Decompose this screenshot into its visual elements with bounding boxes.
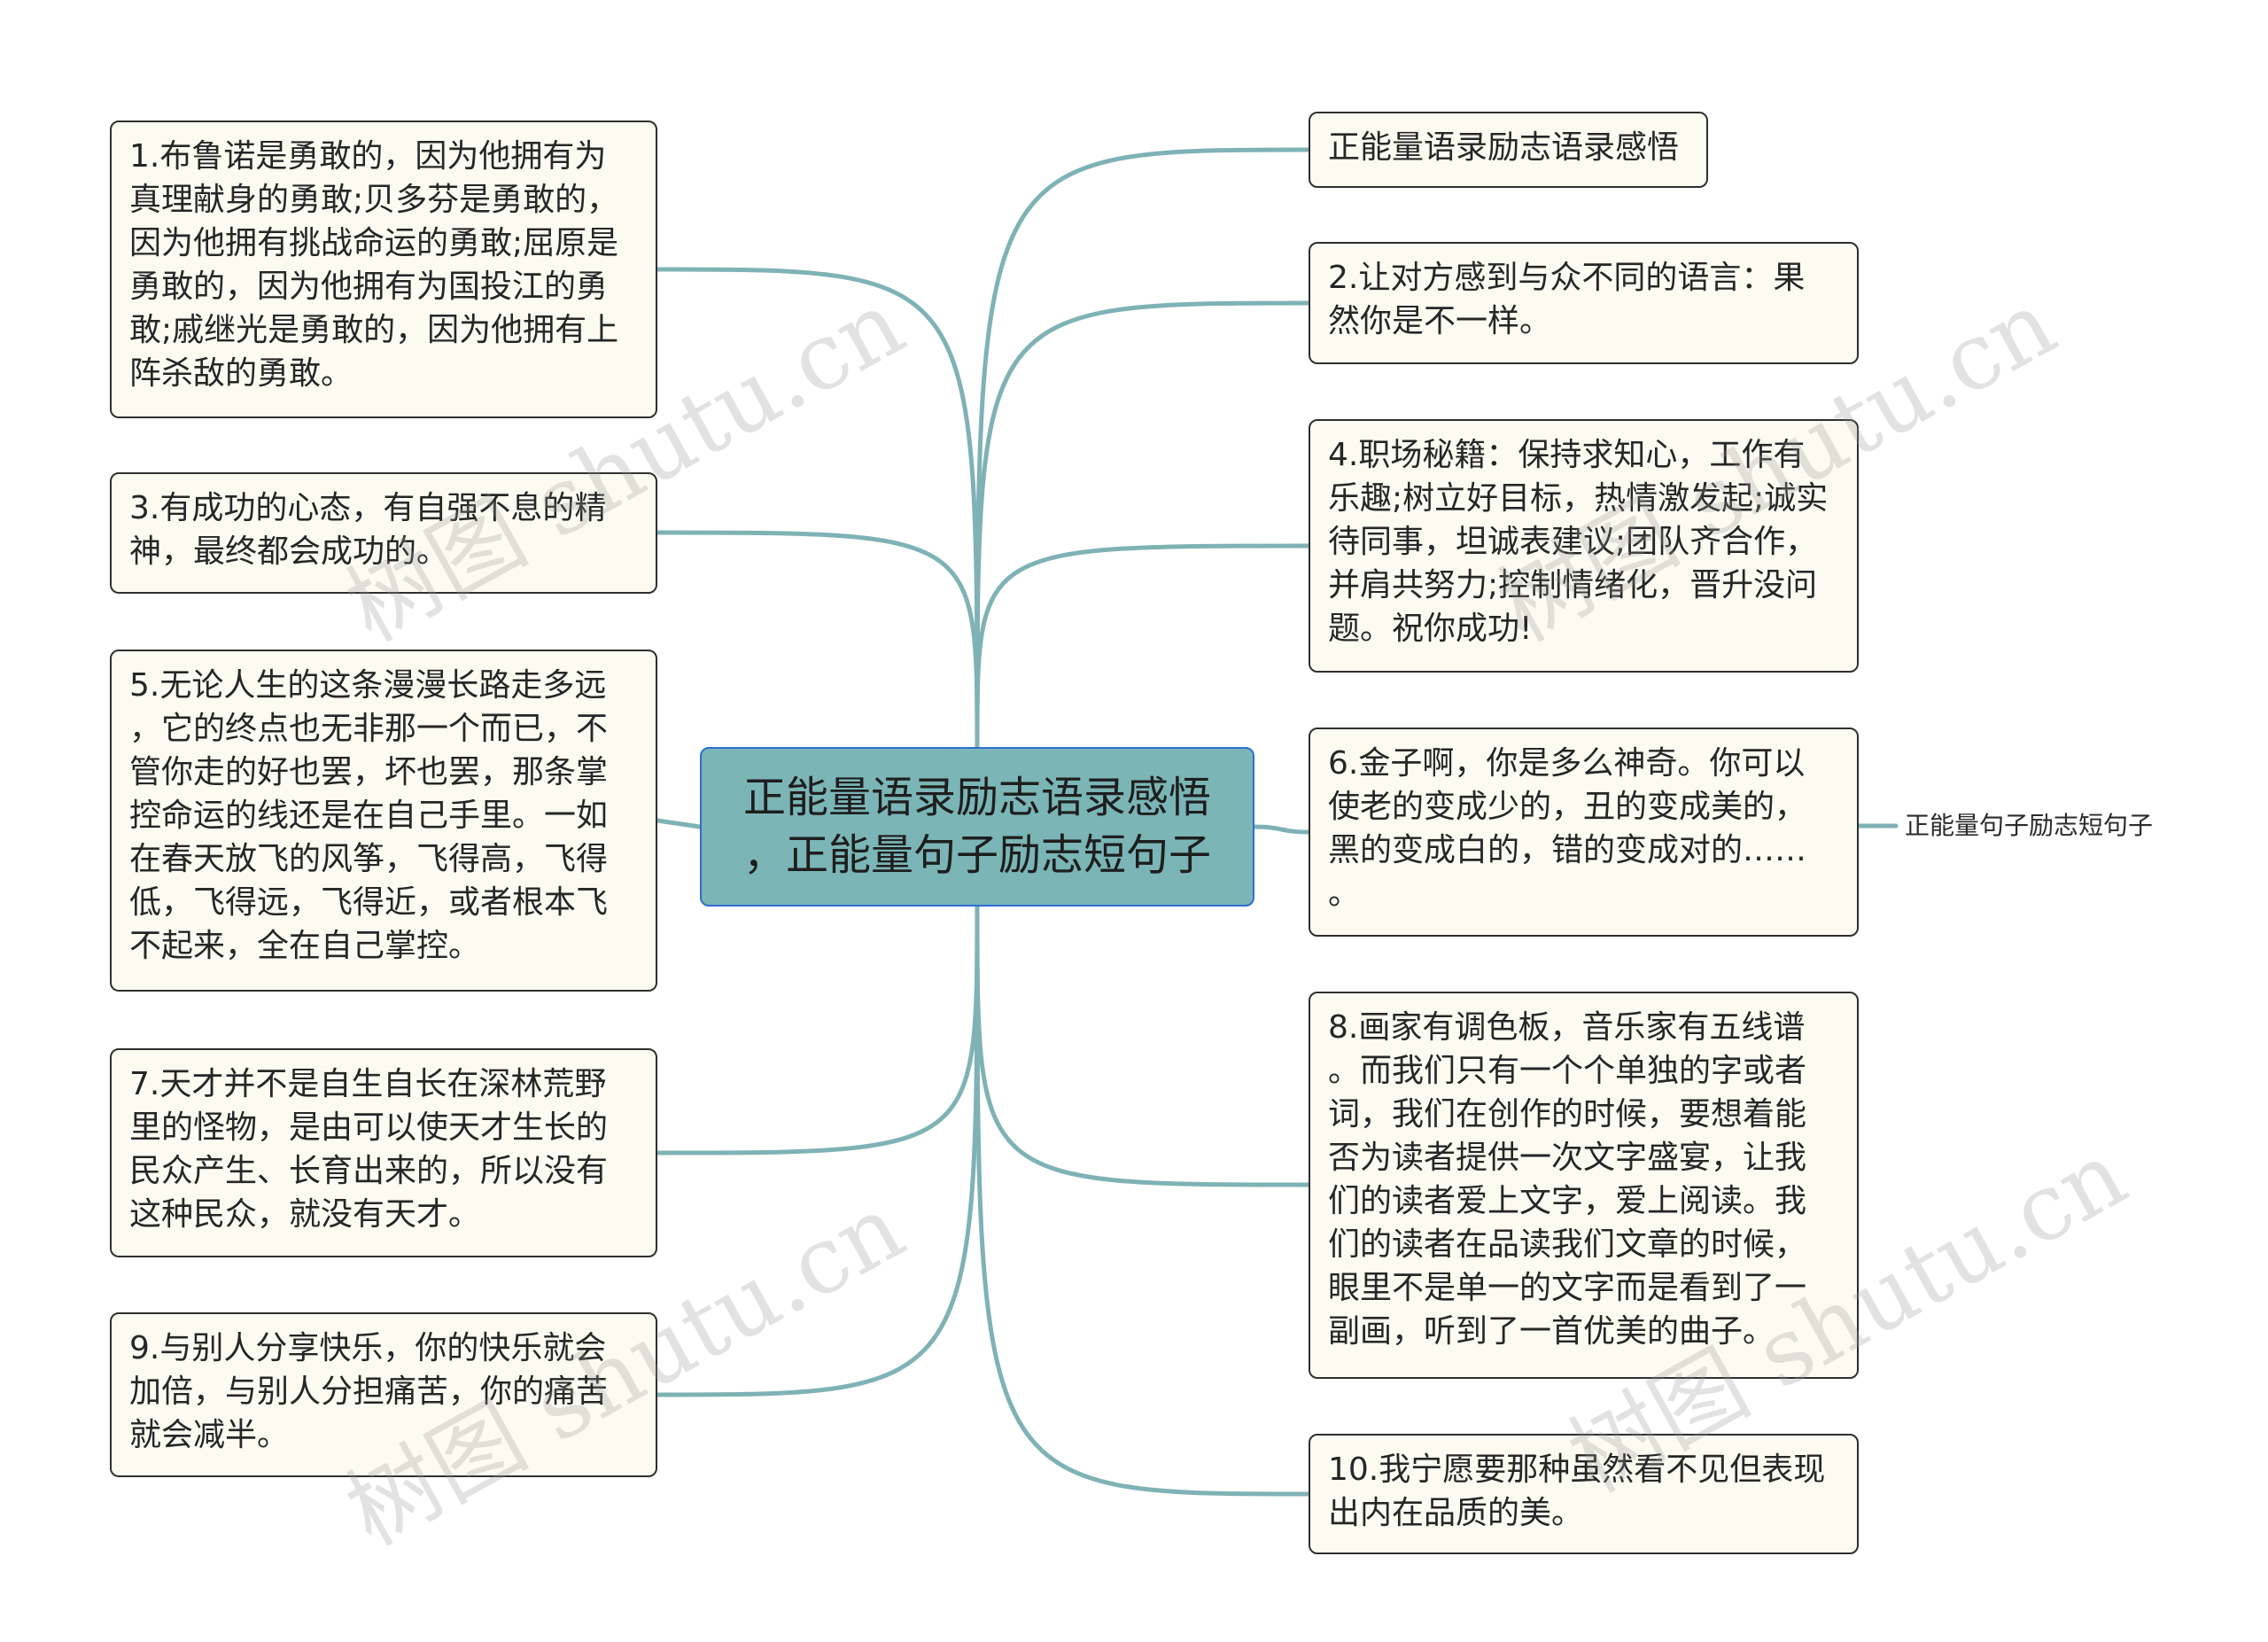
right-node-10[interactable]: 10.我宁愿要那种虽然看不见但表现 出内在品质的美。: [1309, 1434, 1859, 1554]
left-node-5[interactable]: 5.无论人生的这条漫漫长路走多远 ，它的终点也无非那一个而已，不 管你走的好也罢…: [110, 650, 657, 992]
connector-right-3: [975, 543, 1311, 750]
connector-right-5: [975, 904, 1311, 1187]
connector-left-1: [655, 267, 980, 750]
right-node-6[interactable]: 6.金子啊，你是多么神奇。你可以 使老的变成少的，丑的变成美的， 黑的变成白的，…: [1309, 728, 1859, 937]
connector-left-4: [655, 904, 980, 1156]
left-node-7[interactable]: 7.天才并不是自生自长在深林荒野 里的怪物，是由可以使天才生长的 民众产生、长育…: [110, 1048, 657, 1257]
connector-left-2: [655, 530, 980, 750]
connector-right-2: [975, 300, 1311, 750]
connector-left-3: [655, 818, 703, 829]
right-node-title[interactable]: 正能量语录励志语录感悟: [1309, 112, 1708, 188]
left-node-3[interactable]: 3.有成功的心态，有自强不息的精 神，最终都会成功的。: [110, 472, 657, 594]
root-node[interactable]: 正能量语录励志语录感悟 ，正能量句子励志短句子: [700, 747, 1254, 907]
connector-right-6: [975, 904, 1311, 1497]
connector-right-1: [975, 147, 1311, 750]
connector-right-4: [1252, 824, 1311, 835]
left-node-9[interactable]: 9.与别人分享快乐，你的快乐就会 加倍，与别人分担痛苦，你的痛苦 就会减半。: [110, 1312, 657, 1477]
sub-leaf-node[interactable]: 正能量句子励志短句子: [1905, 811, 2154, 840]
right-node-4[interactable]: 4.职场秘籍：保持求知心，工作有 乐趣;树立好目标，热情激发起;诚实 待同事，坦…: [1309, 419, 1859, 673]
right-node-8[interactable]: 8.画家有调色板，音乐家有五线谱 。而我们只有一个个单独的字或者 词，我们在创作…: [1309, 992, 1859, 1379]
right-node-2[interactable]: 2.让对方感到与众不同的语言：果 然你是不一样。: [1309, 242, 1859, 364]
left-node-1[interactable]: 1.布鲁诺是勇敢的，因为他拥有为 真理献身的勇敢;贝多芬是勇敢的， 因为他拥有挑…: [110, 121, 657, 418]
